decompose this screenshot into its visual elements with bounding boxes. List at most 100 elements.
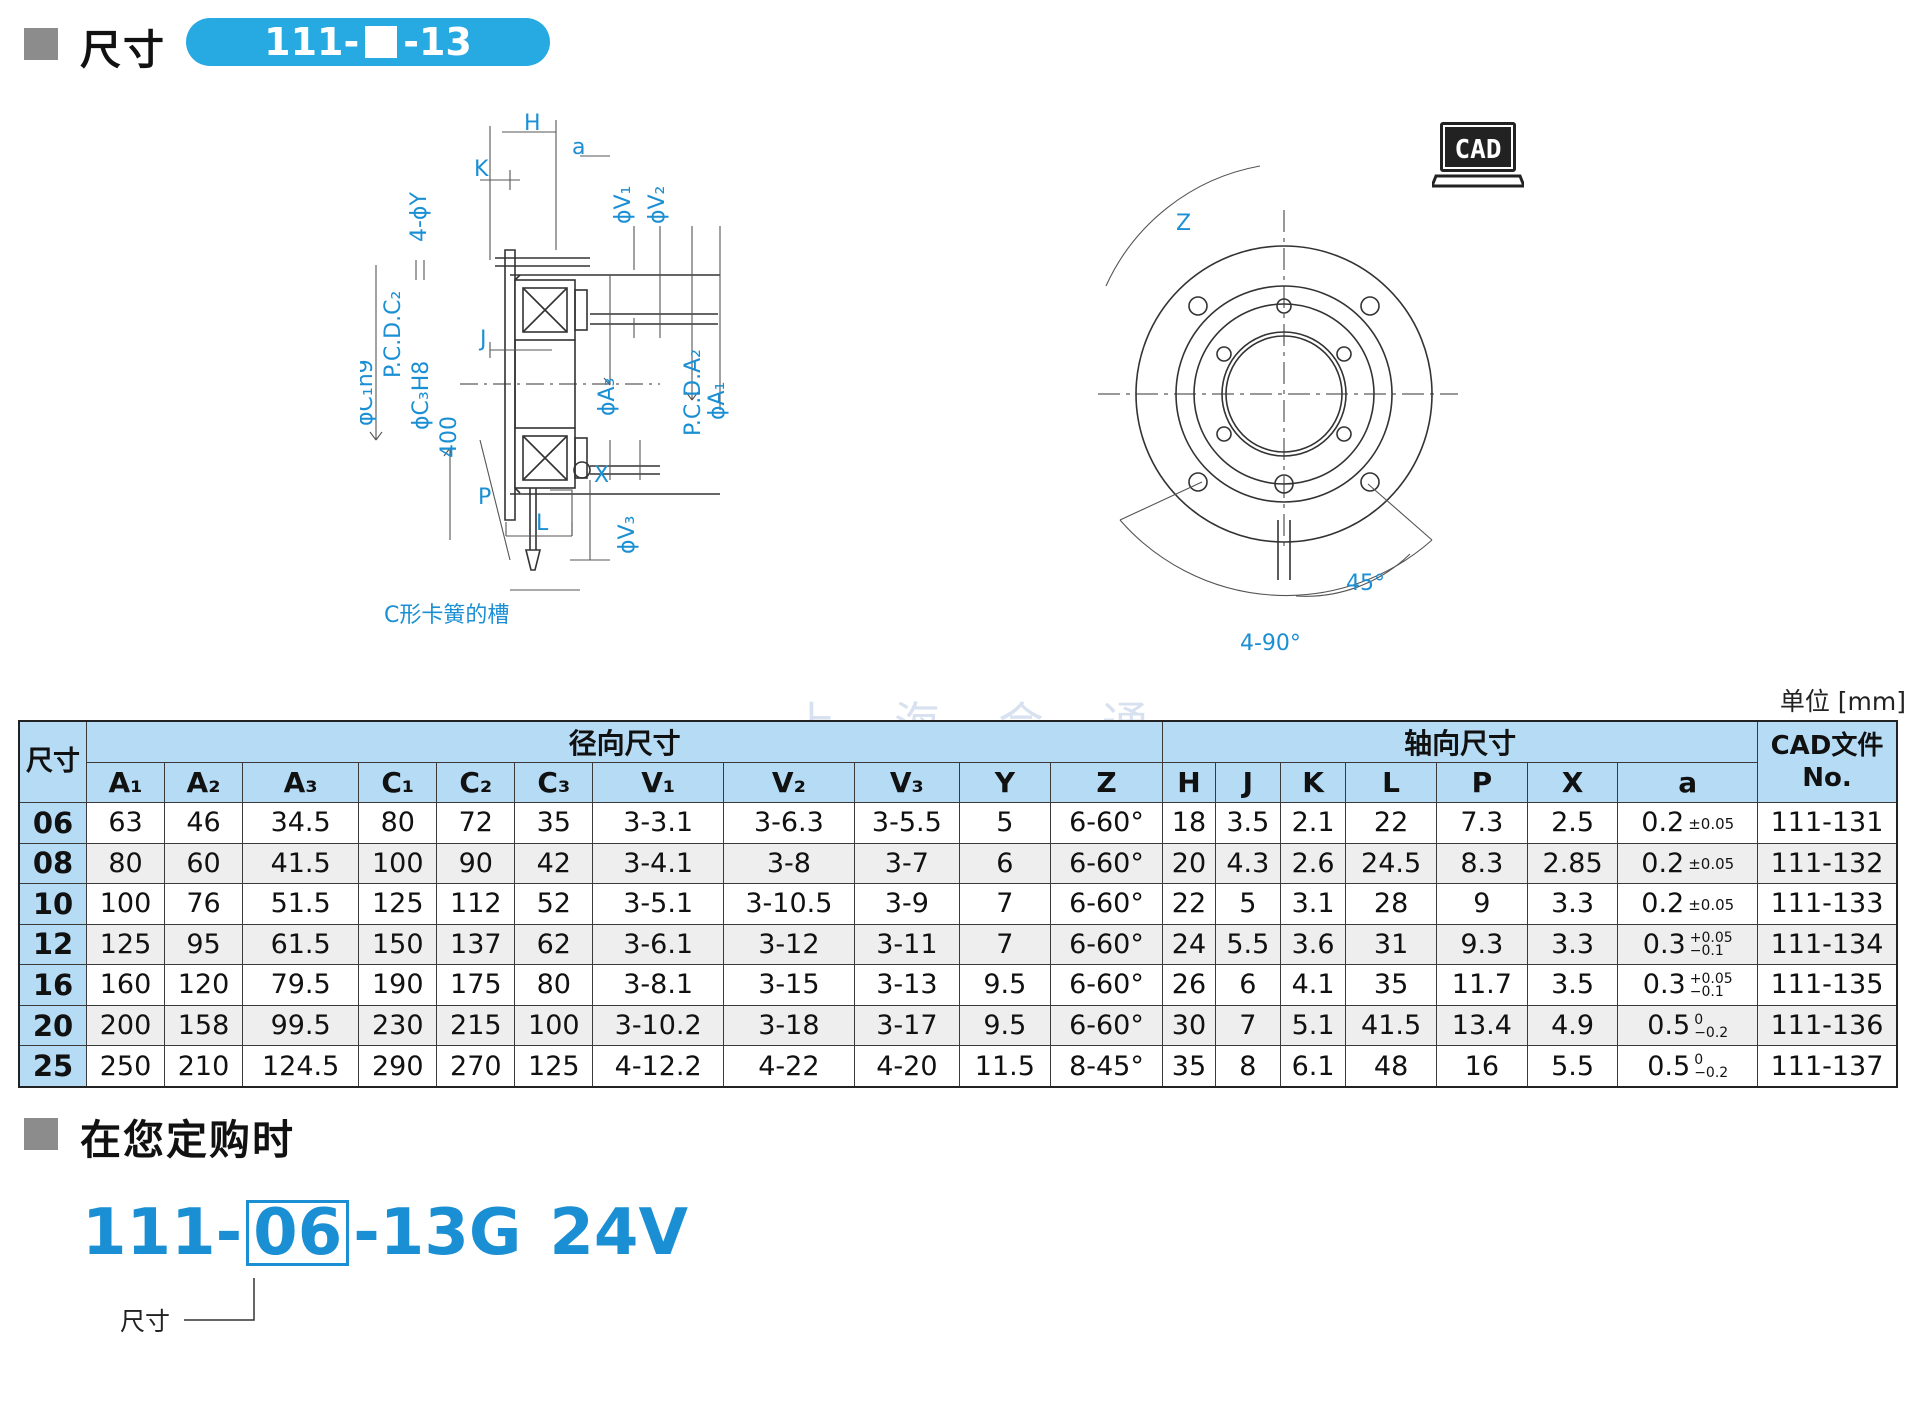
dim-C2: P.C.D.C₂: [381, 291, 406, 378]
table-cell: 4.1: [1279, 964, 1347, 1006]
a-tolerance-upper: +0.05: [1689, 970, 1733, 987]
table-cell: 52: [514, 883, 594, 925]
table-cell: 2.85: [1526, 842, 1619, 885]
size-callout-label: 尺寸: [120, 1307, 171, 1336]
table-cell: 35: [514, 802, 594, 844]
table-cell: 137: [436, 923, 516, 966]
table-cell: 290: [358, 1045, 438, 1088]
table-cell: 111-134: [1757, 923, 1898, 966]
table-cell: 111-135: [1757, 964, 1898, 1006]
dim-L: L: [536, 511, 549, 536]
column-header: Y: [958, 762, 1051, 803]
axial-dimensions-header: 轴向尺寸: [1162, 720, 1758, 763]
table-cell: 72: [436, 802, 516, 844]
table-cell: 120: [164, 964, 244, 1006]
table-cell: 24.5: [1345, 842, 1437, 885]
table-cell: 6-60°: [1049, 842, 1164, 885]
a-tolerance-lower: −0.1: [1689, 943, 1724, 960]
column-header: Z: [1049, 762, 1164, 803]
table-cell: 4-20: [853, 1045, 960, 1088]
table-cell: 270: [436, 1045, 516, 1088]
a-tolerance-upper: 0: [1694, 1011, 1704, 1028]
table-cell: 5.5: [1214, 923, 1281, 966]
column-header: L: [1345, 762, 1437, 803]
table-cell: 34.5: [242, 802, 360, 844]
dim-angle-4x90: 4-90°: [1240, 631, 1301, 656]
table-cell: 0.3+0.05−0.1: [1617, 964, 1758, 1006]
table-cell: 18: [1162, 802, 1216, 844]
table-cell: 62: [514, 923, 594, 966]
table-cell: 100: [358, 842, 438, 885]
dim-A3: ϕA₃: [595, 378, 620, 416]
table-cell: 8: [1214, 1045, 1281, 1088]
table-cell: 30: [1162, 1004, 1216, 1047]
section-marker-square: [24, 28, 58, 60]
dim-P: P: [478, 485, 491, 510]
a-tolerance: 0−0.2: [1694, 1011, 1728, 1040]
a-tolerance: 0−0.2: [1694, 1053, 1728, 1080]
table-cell: 100: [85, 883, 166, 925]
unit-label: 单位 [mm]: [1779, 687, 1906, 716]
table-cell: 9.5: [958, 964, 1051, 1006]
order-code-size: 06: [246, 1200, 350, 1266]
table-cell: 4-22: [723, 1045, 855, 1088]
table-cell: 16: [1435, 1045, 1528, 1088]
a-value: 0.5: [1647, 1050, 1691, 1082]
a-tolerance: +0.05−0.1: [1689, 970, 1733, 999]
table-cell: 48: [1345, 1045, 1437, 1088]
column-header: a: [1617, 762, 1758, 803]
table-cell: 95: [164, 923, 244, 966]
table-cell: 11.5: [958, 1045, 1051, 1088]
dim-a: a: [572, 135, 585, 160]
table-cell: 12: [18, 923, 87, 966]
radial-dimensions-header: 径向尺寸: [85, 720, 1164, 763]
a-value: 0.2: [1641, 807, 1685, 839]
column-header: X: [1526, 762, 1619, 803]
table-cell: 125: [514, 1045, 594, 1088]
table-cell: 5: [958, 802, 1051, 844]
column-header: A₂: [164, 762, 244, 803]
table-cell: 5.1: [1279, 1004, 1347, 1047]
a-value: 0.3: [1642, 928, 1686, 960]
model-prefix: 111-: [264, 20, 360, 64]
table-cell: 158: [164, 1004, 244, 1047]
table-cell: 111-132: [1757, 842, 1898, 885]
dim-A1: ϕA₁: [705, 382, 730, 420]
table-cell: 6-60°: [1049, 1004, 1164, 1047]
table-cell: 16: [18, 964, 87, 1006]
table-cell: 3-5.5: [853, 802, 960, 844]
table-cell: 4.9: [1526, 1004, 1619, 1047]
table-cell: 0.2±0.05: [1617, 842, 1758, 885]
column-header: V₁: [592, 762, 725, 803]
table-cell: 0.2±0.05: [1617, 883, 1758, 925]
a-tolerance-upper: +0.05: [1689, 930, 1733, 947]
table-cell: 2.6: [1279, 842, 1347, 885]
dim-Y: 4-ϕY: [407, 192, 432, 242]
column-header: C₁: [358, 762, 438, 803]
dim-V2: ϕV₂: [645, 186, 670, 224]
table-cell: 6-60°: [1049, 964, 1164, 1006]
table-cell: 51.5: [242, 883, 360, 925]
table-cell: 150: [358, 923, 438, 966]
table-cell: 90: [436, 842, 516, 885]
table-cell: 9.3: [1435, 923, 1528, 966]
dim-K: K: [474, 157, 489, 182]
table-cell: 22: [1162, 883, 1216, 925]
cad-icon[interactable]: CAD: [1432, 118, 1524, 190]
order-code-suffix: -13G: [353, 1196, 522, 1270]
table-cell: 3.6: [1279, 923, 1347, 966]
table-cell: 7: [1214, 1004, 1281, 1047]
table-cell: 111-131: [1757, 802, 1898, 844]
table-cell: 4.3: [1214, 842, 1281, 885]
table-cell: 125: [85, 923, 166, 966]
column-header: K: [1279, 762, 1347, 803]
table-cell: 31: [1345, 923, 1437, 966]
order-code-prefix: 111-: [82, 1196, 243, 1270]
table-cell: 76: [164, 883, 244, 925]
table-cell: 80: [85, 842, 166, 885]
dim-A2: P.C.D.A₂: [681, 349, 706, 436]
column-header: J: [1214, 762, 1281, 803]
